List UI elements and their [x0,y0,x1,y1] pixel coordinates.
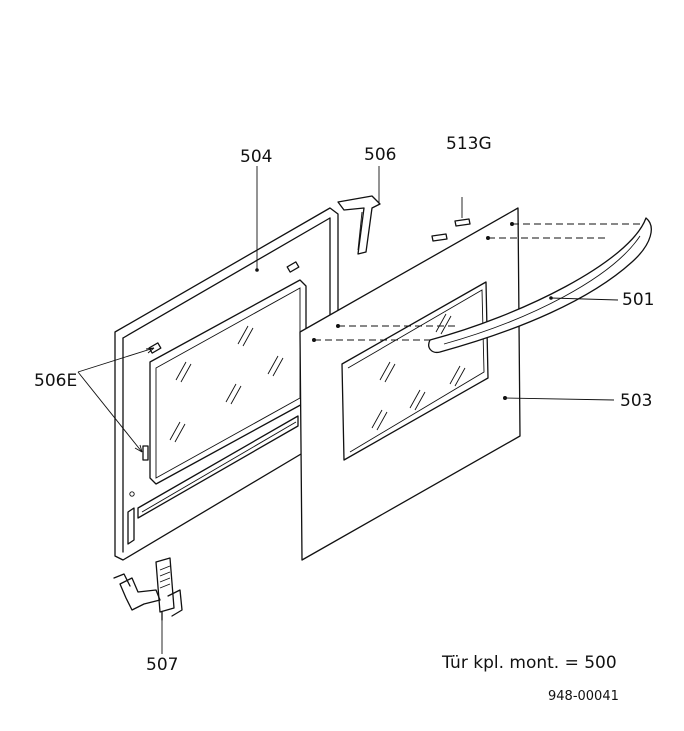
label-506: 506 [364,145,396,165]
label-506e: 506E [34,371,77,391]
label-503: 503 [620,391,652,411]
alignment-lines [314,223,640,341]
door-gasket [337,195,381,255]
label-501: 501 [622,290,654,310]
label-513g: 513G [446,134,492,154]
assembly-note: Tür kpl. mont. = 500 [441,653,617,673]
leader-lines [77,166,619,654]
door-handle [428,217,652,354]
label-507: 507 [146,655,178,675]
screws [431,197,471,242]
drawing-number: 948-00041 [548,689,619,704]
label-504: 504 [240,147,272,167]
outer-glass-panel [299,207,521,561]
hinge [113,557,183,621]
